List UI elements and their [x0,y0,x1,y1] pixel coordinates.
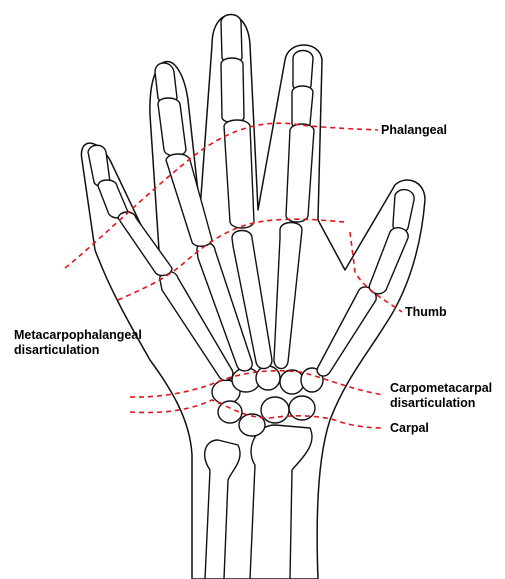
phalangeal-label: Phalangeal [381,123,447,138]
metacarpophalangeal-label: Metacarpophalangeal disarticulation [14,328,142,358]
carpometacarpal-label: Carpometacarpal disarticulation [390,381,492,411]
metacarpophalangeal-label-line1: Metacarpophalangeal [14,328,142,343]
thumb-label: Thumb [405,305,447,320]
carpometacarpal-label-line2: disarticulation [390,396,492,411]
carpal-label: Carpal [390,421,429,436]
metacarpophalangeal-label-line2: disarticulation [14,343,142,358]
carpometacarpal-label-line1: Carpometacarpal [390,381,492,396]
